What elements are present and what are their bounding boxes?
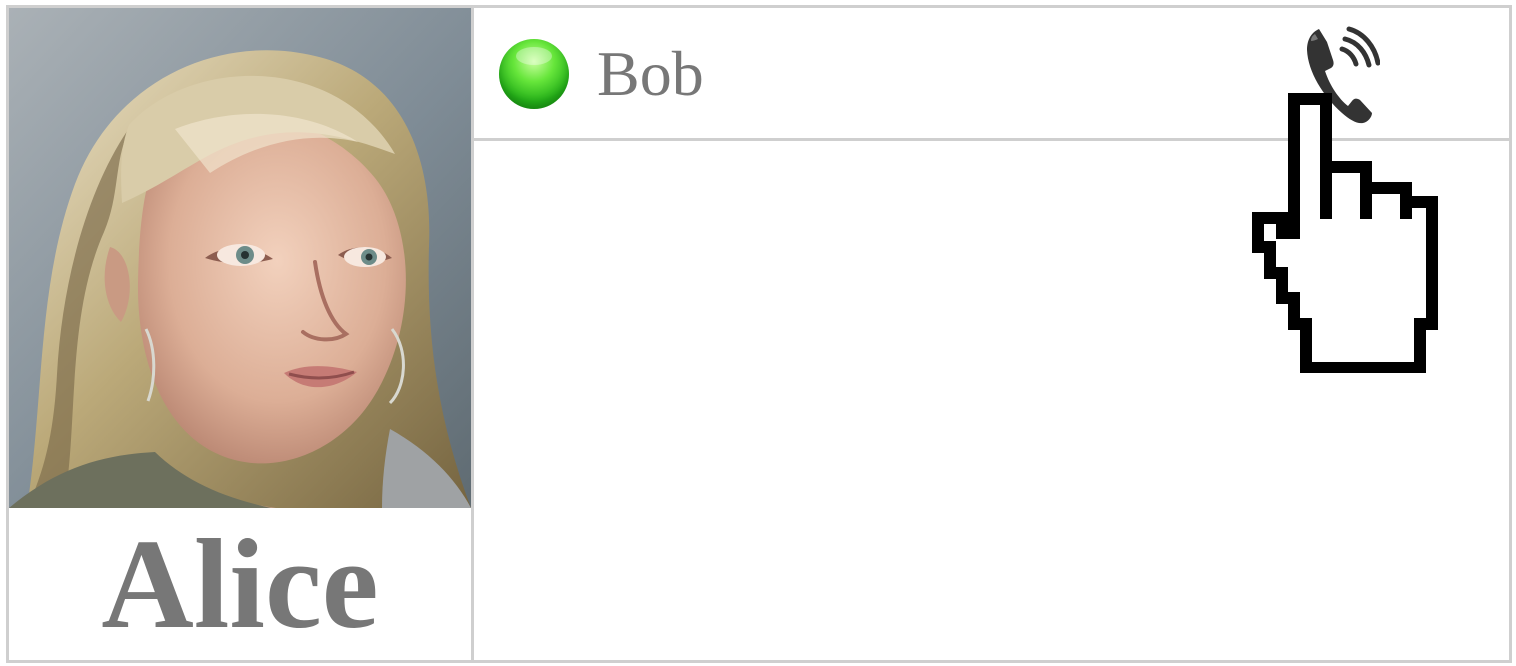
user-profile-panel: Alice: [9, 8, 474, 660]
contacts-panel: Bob: [474, 8, 1509, 660]
contact-name: Bob: [597, 38, 704, 109]
contact-row-bob[interactable]: Bob: [474, 8, 1509, 141]
call-window: Alice Bob: [6, 5, 1512, 663]
call-button[interactable]: [1294, 26, 1381, 126]
phone-call-icon: [1307, 26, 1381, 124]
user-photo: [9, 8, 471, 508]
user-name: Alice: [101, 513, 379, 655]
green-status-icon: [499, 39, 569, 109]
